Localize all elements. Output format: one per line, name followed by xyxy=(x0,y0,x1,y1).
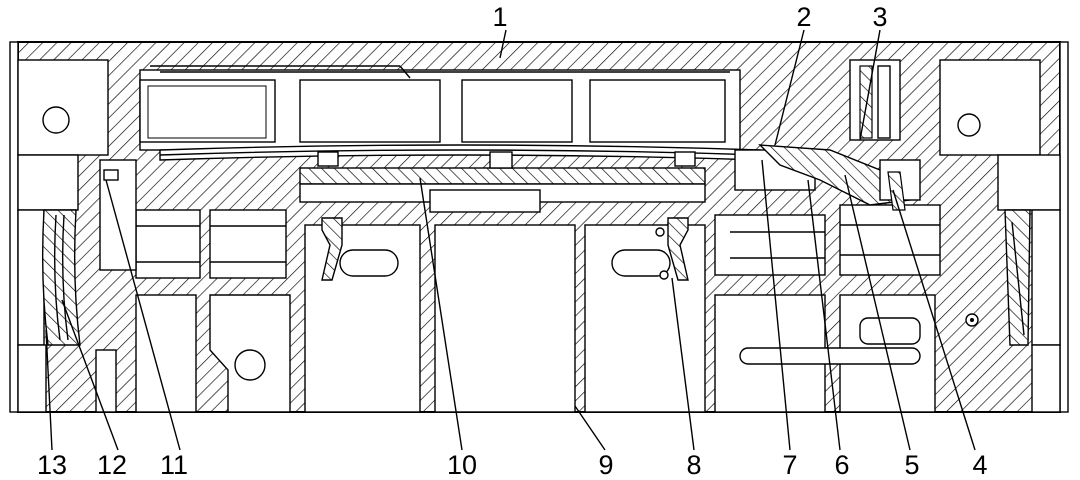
carrier-plate xyxy=(159,144,761,213)
callout-6: 6 xyxy=(834,450,849,480)
leader-lines xyxy=(45,29,976,451)
callout-8: 8 xyxy=(686,450,701,480)
callout-4: 4 xyxy=(972,450,987,480)
callout-13: 13 xyxy=(37,450,67,480)
callout-12: 12 xyxy=(97,450,127,480)
callout-2: 2 xyxy=(796,2,811,32)
callout-7: 7 xyxy=(782,450,797,480)
right-chambers xyxy=(714,149,941,413)
lower-chambers xyxy=(135,209,706,413)
callout-5: 5 xyxy=(904,450,919,480)
callout-10: 10 xyxy=(447,450,477,480)
callouts: 1 2 3 4 5 6 7 8 9 10 11 12 13 xyxy=(37,2,988,480)
right-bearing xyxy=(1004,209,1031,346)
callout-9: 9 xyxy=(598,450,613,480)
clip-left xyxy=(321,217,343,281)
right-flange xyxy=(939,41,1069,413)
top-cavity xyxy=(139,65,741,151)
left-flange xyxy=(9,41,117,413)
right-seal-assembly xyxy=(758,59,921,211)
callout-11: 11 xyxy=(160,450,188,480)
callout-1: 1 xyxy=(492,2,507,32)
left-bearing xyxy=(41,159,137,346)
callout-3: 3 xyxy=(872,2,887,32)
clip-right xyxy=(655,217,689,281)
